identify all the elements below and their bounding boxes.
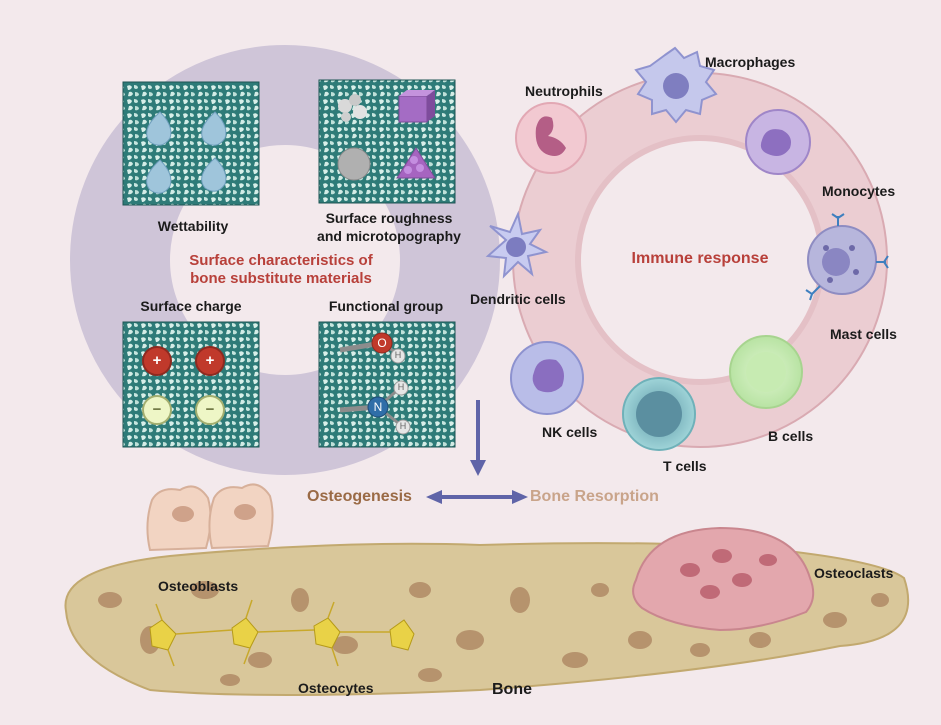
hydrogen-atom-label-3: H xyxy=(399,421,407,431)
surface-title-line2: bone substitute materials xyxy=(190,270,372,287)
osteoclast-cell xyxy=(632,526,815,632)
charge-icons xyxy=(142,346,225,425)
oxygen-atom-label: O xyxy=(377,336,387,350)
osteocytes-label: Osteocytes xyxy=(298,680,374,696)
nk-cell xyxy=(510,341,584,415)
osteoblast-cells xyxy=(146,483,274,552)
down-arrow xyxy=(470,400,486,476)
nitrogen-atom-label: N xyxy=(373,400,383,414)
surface-ring xyxy=(70,45,500,475)
osteocyte-processes xyxy=(155,599,390,667)
t-cell xyxy=(622,377,696,451)
positive-charge-2: + xyxy=(205,352,215,369)
b-cell xyxy=(729,335,803,409)
molecule-icons xyxy=(339,332,411,435)
neutrophil-cell xyxy=(515,102,587,174)
hydrogen-atom-label-1: H xyxy=(394,350,402,360)
wettability-tile xyxy=(122,81,260,206)
monocyte-cell xyxy=(745,109,811,175)
neutrophils-label: Neutrophils xyxy=(525,83,603,99)
hydrogen-atom-label-2: H xyxy=(397,382,405,392)
osteogenesis-label: Osteogenesis xyxy=(307,488,412,505)
b-cells-label: B cells xyxy=(768,428,814,444)
bidirectional-arrow xyxy=(426,490,528,504)
positive-charge-1: + xyxy=(152,352,162,369)
bone-label: Bone xyxy=(492,681,532,698)
bone-resorption-label: Bone Resorption xyxy=(530,488,659,505)
mast-cell xyxy=(805,213,889,301)
charge-tile xyxy=(122,321,260,448)
negative-charge-1: − xyxy=(152,401,162,418)
bone-pores xyxy=(98,581,889,686)
osteoclasts-label: Osteoclasts xyxy=(814,565,894,581)
functional-label: Functional group xyxy=(328,298,444,314)
negative-charge-2: − xyxy=(205,401,215,418)
dendritic-cells-label: Dendritic cells xyxy=(470,291,566,307)
roughness-label-line1: Surface roughness xyxy=(325,210,453,226)
mast-cells-label: Mast cells xyxy=(830,326,897,342)
macrophages-label: Macrophages xyxy=(705,54,796,70)
roughness-icons xyxy=(337,90,436,181)
dendritic-cell xyxy=(485,210,549,279)
t-cells-label: T cells xyxy=(663,458,707,474)
nk-cells-label: NK cells xyxy=(542,424,598,440)
charge-label: Surface charge xyxy=(140,298,242,314)
osteocyte-cells xyxy=(149,617,415,651)
immune-title: Immune response xyxy=(631,250,769,267)
macrophage-cell xyxy=(634,46,718,124)
roughness-label-line2: and microtopography xyxy=(317,228,461,244)
monocytes-label: Monocytes xyxy=(822,183,896,199)
surface-title-line1: Surface characteristics of xyxy=(189,252,373,269)
wettability-label: Wettability xyxy=(157,218,229,234)
osteoblasts-label: Osteoblasts xyxy=(158,578,239,594)
droplet-icons xyxy=(146,111,227,194)
